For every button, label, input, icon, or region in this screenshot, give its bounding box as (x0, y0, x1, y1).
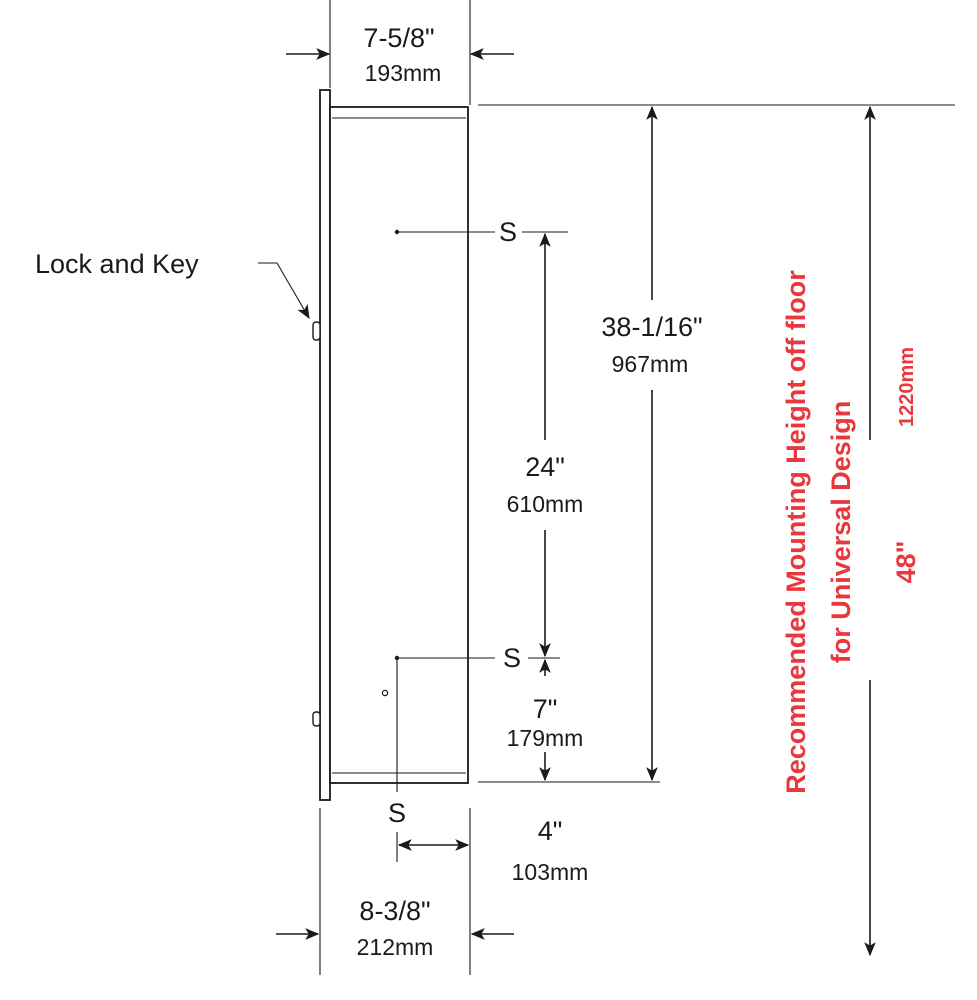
screw-marker-mid: S (503, 643, 521, 673)
mounting-height-inches: 48" (891, 541, 921, 584)
bottom-width-inches: 8-3/8" (359, 896, 430, 926)
cabinet-box (329, 106, 469, 784)
lock-and-key-label: Lock and Key (35, 249, 199, 279)
screw-marker-bottom: S (388, 798, 406, 828)
bottom-offset-dimension: 7" 179mm (507, 658, 584, 782)
screw-marker-top: S (499, 217, 517, 247)
screw-markers: S S S (388, 217, 568, 862)
lock-icon (312, 321, 321, 341)
screw-hole-small-icon (381, 689, 389, 697)
bottom-offset-inches: 7" (533, 694, 558, 724)
lock-callout-arrow (258, 262, 310, 320)
overall-height-dimension: 38-1/16" 967mm (601, 105, 703, 782)
lock-and-key-callout: Lock and Key (35, 249, 310, 320)
cabinet-side-view (312, 89, 469, 801)
screw-hole-top-icon (394, 229, 400, 235)
bottom-width-dimension: 8-3/8" 212mm (276, 896, 514, 960)
top-width-mm: 193mm (365, 60, 442, 86)
hinge-icon (312, 711, 321, 727)
side-offset-mm: 103mm (512, 859, 589, 885)
bottom-width-mm: 212mm (357, 934, 434, 960)
stud-spacing-inches: 24" (525, 452, 565, 482)
overall-height-mm: 967mm (612, 351, 689, 377)
mounting-height-mm: 1220mm (896, 347, 918, 427)
side-offset-dimension: 4" 103mm (319, 808, 589, 975)
top-width-inches: 7-5/8" (363, 23, 434, 53)
bottom-offset-mm: 179mm (507, 725, 584, 751)
top-width-dimension: 7-5/8" 193mm (286, 0, 514, 105)
stud-spacing-mm: 610mm (507, 491, 584, 517)
side-offset-inches: 4" (538, 816, 563, 846)
stud-spacing-dimension: 24" 610mm (507, 232, 584, 658)
overall-height-inches: 38-1/16" (601, 312, 702, 342)
mounting-note: Recommended Mounting Height off floor fo… (781, 270, 856, 794)
mounting-height-dimension: 48" 1220mm (864, 105, 921, 957)
mounting-note-line2: for Universal Design (826, 401, 856, 664)
cabinet-door-flange (319, 89, 331, 801)
mounting-note-line1: Recommended Mounting Height off floor (781, 270, 811, 794)
